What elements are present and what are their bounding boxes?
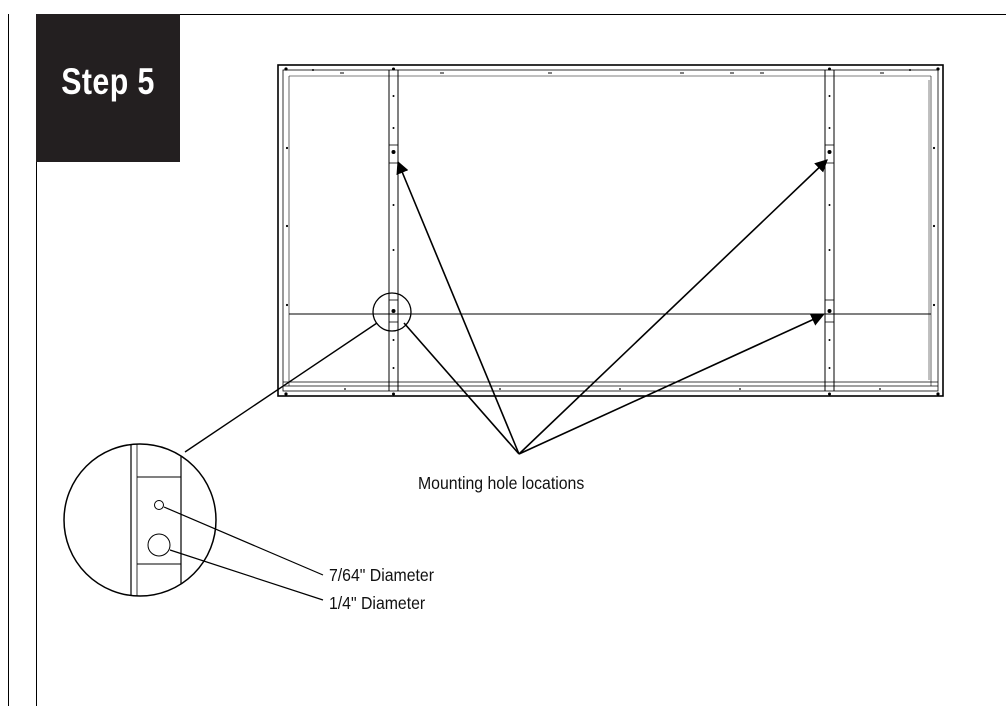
panel-frame [277,64,944,397]
large-hole-label: 1/4" Diameter [329,593,426,613]
magnifier-leaders [184,322,378,453]
small-hole [154,500,164,510]
magnified-detail [63,443,217,597]
mounting-arrows [396,159,828,455]
mounting-holes-label: Mounting hole locations [418,473,584,493]
panel-left-border [36,14,37,706]
step-badge: Step 5 [36,14,180,162]
step-label: Step 5 [61,61,155,102]
rail-left [388,70,399,391]
panel-top-border [36,14,1006,15]
small-hole-label: 7/64" Diameter [329,565,434,585]
hole-leaders [163,506,324,601]
frame-fasteners [284,67,940,396]
rail-right [824,70,835,391]
large-hole [147,533,171,557]
mounting-holes [391,150,832,313]
detail-circle [372,292,412,332]
page-margin-rule [8,14,9,706]
